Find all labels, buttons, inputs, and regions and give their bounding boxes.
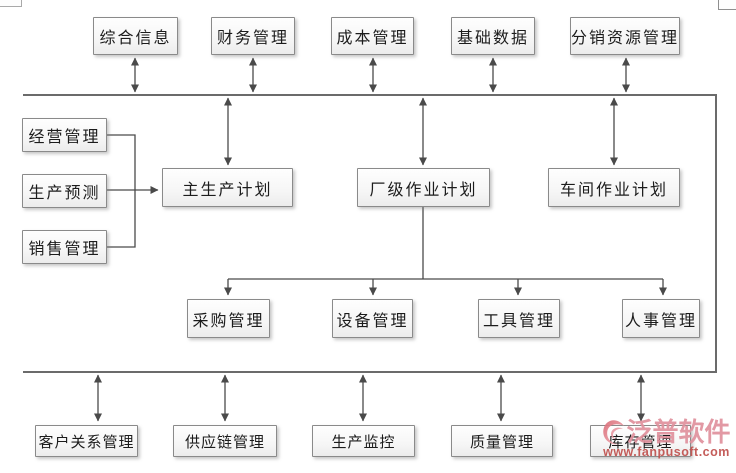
node-cost-mgmt: 成本管理 (331, 17, 414, 55)
clipped-box-top-right (718, 0, 736, 10)
clipped-box-top-left (0, 0, 22, 7)
node-equipment-mgmt: 设备管理 (332, 299, 413, 338)
node-purchasing-mgmt: 采购管理 (187, 299, 270, 338)
node-business-mgmt: 经营管理 (22, 118, 107, 152)
node-crm: 客户关系管理 (35, 425, 138, 457)
bus-line (23, 94, 717, 373)
node-production-forecast: 生产预测 (22, 174, 107, 208)
node-production-monitoring: 生产监控 (312, 425, 415, 457)
node-tool-mgmt: 工具管理 (478, 299, 560, 338)
plan-row-arrows (224, 97, 618, 166)
top-row-arrows (131, 57, 630, 93)
resource-distribution (224, 207, 667, 296)
node-comprehensive-info: 综合信息 (93, 17, 178, 55)
node-workshop-job-plan: 车间作业计划 (548, 168, 680, 207)
bottom-row-arrows (94, 374, 645, 422)
node-sales-mgmt: 销售管理 (22, 230, 107, 264)
node-master-production-plan: 主生产计划 (162, 168, 293, 207)
node-hr-mgmt: 人事管理 (622, 299, 700, 338)
node-quality-mgmt: 质量管理 (451, 425, 553, 457)
node-distribution-resource-mgmt: 分销资源管理 (570, 17, 680, 55)
node-basic-data: 基础数据 (451, 17, 535, 55)
node-plant-level-job-plan: 厂级作业计划 (357, 168, 490, 207)
node-inventory-mgmt: 库存管理 (590, 425, 691, 457)
node-finance-mgmt: 财务管理 (211, 17, 295, 55)
node-supply-chain-mgmt: 供应链管理 (173, 425, 277, 457)
left-column-bracket (107, 134, 159, 248)
